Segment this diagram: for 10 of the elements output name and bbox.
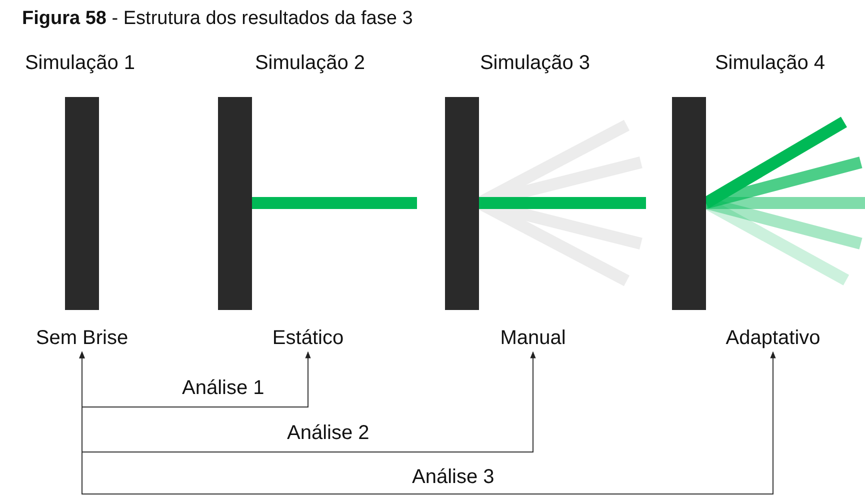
simulation-heading: Simulação 2 [254,52,366,75]
case-label: Manual [498,327,568,350]
case-label: Adaptativo [724,327,822,350]
case-label: Estático [270,327,346,350]
case-label: Sem Brise [34,327,130,350]
simulation-heading: Simulação 3 [480,52,590,75]
figure-title: Figura 58 - Estrutura dos resultados da fase 3 [22,8,413,30]
bracket-arrow [79,351,776,494]
simulation-heading: Simulação 1 [24,52,136,75]
simulation-heading: Simulação 4 [714,52,826,75]
